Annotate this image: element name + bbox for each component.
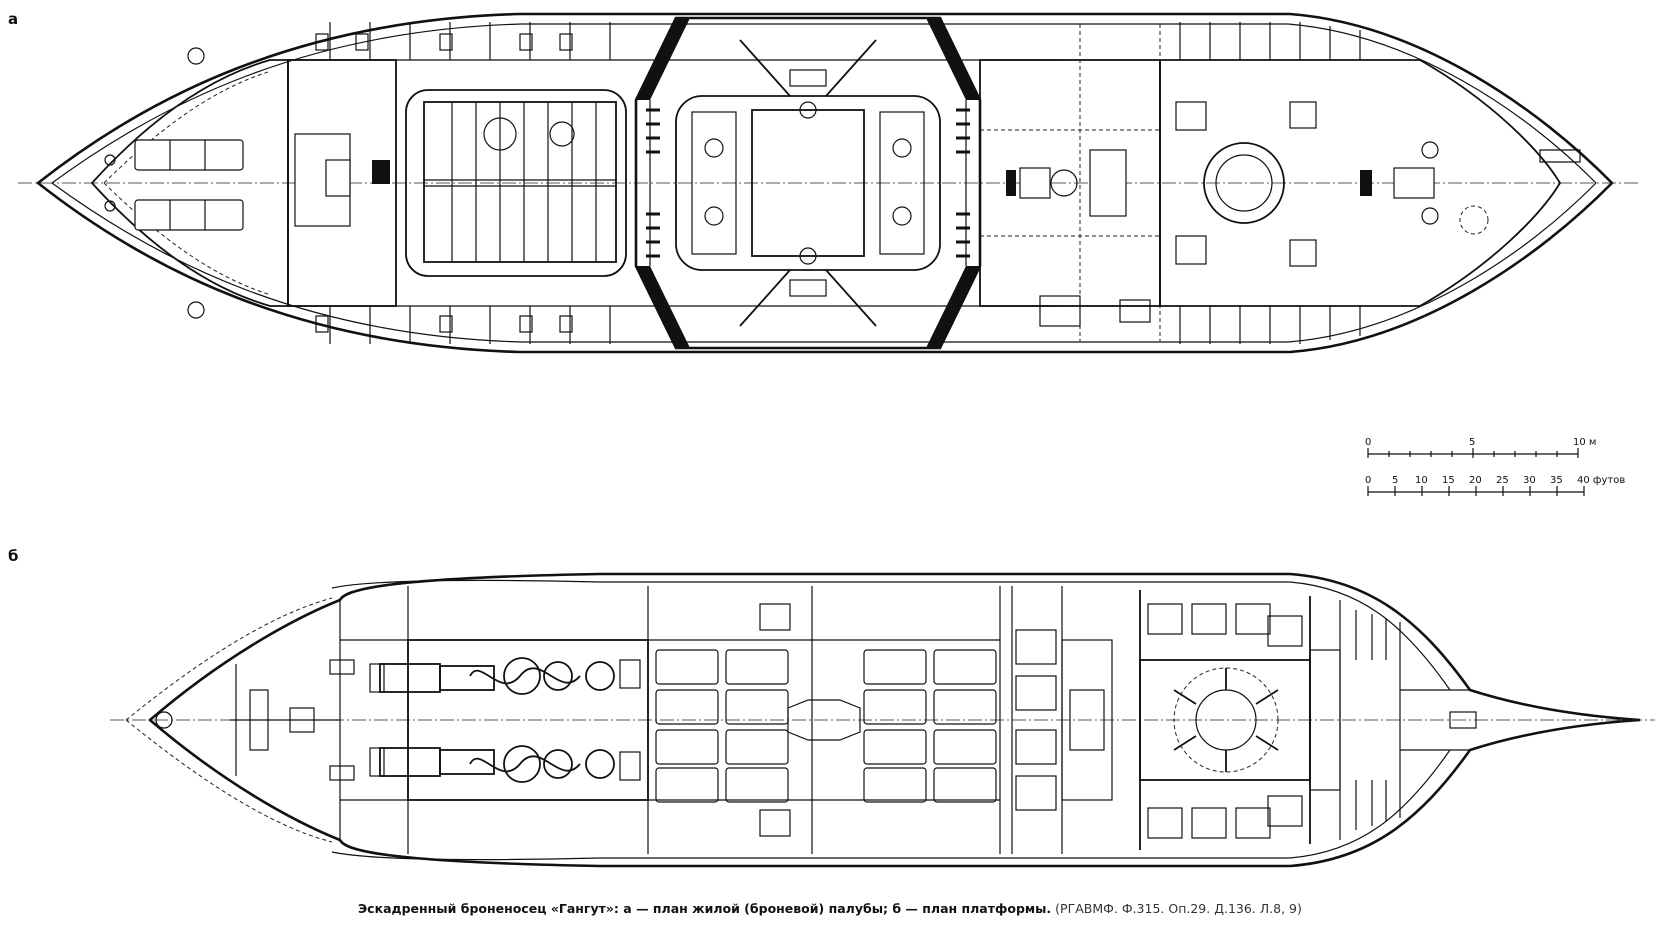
plan-a-boiler-casing bbox=[405, 89, 627, 277]
plan-a-boiler-grating bbox=[423, 101, 617, 263]
plan-a-side-cabins-bottom bbox=[290, 305, 1060, 344]
plan-a-deck bbox=[18, 12, 1640, 354]
scale-bar-feet: 0 5 10 15 20 25 30 35 40 футов bbox=[1365, 475, 1625, 496]
plan-b-boilers bbox=[655, 649, 997, 803]
plan-a-stern-platform bbox=[1159, 59, 1562, 307]
scale-m-tick-5: 5 bbox=[1469, 437, 1475, 448]
plan-b-bow-machinery bbox=[155, 659, 355, 781]
caption-source: (РГАВМФ. Ф.315. Оп.29. Д.136. Л.8, 9) bbox=[1055, 901, 1302, 916]
plan-b-platform bbox=[110, 572, 1655, 868]
scale-bar-meters: 0 5 10 м bbox=[1365, 437, 1596, 458]
scale-bars: 0 5 10 м 0 5 10 15 20 25 30 35 40 футов bbox=[1365, 437, 1625, 496]
plan-a-redoubt-hatching bbox=[636, 18, 980, 348]
panel-b-label: б bbox=[8, 547, 19, 565]
plan-b-upper-hull-dashed bbox=[125, 597, 333, 843]
plan-b-engines bbox=[379, 657, 615, 783]
scale-m-tick-0: 0 bbox=[1365, 437, 1371, 448]
scale-ft-tick-25: 25 bbox=[1496, 475, 1509, 486]
scale-ft-tick-40: 40 футов bbox=[1577, 475, 1625, 486]
plan-a-hull-outline bbox=[35, 12, 1614, 354]
scale-ft-tick-35: 35 bbox=[1550, 475, 1563, 486]
plan-a-guns bbox=[739, 39, 877, 327]
plan-a-side-cabins-top bbox=[290, 22, 1060, 61]
plan-b-stern-compartments bbox=[1309, 600, 1477, 840]
plan-a-bow-table-lower bbox=[134, 199, 244, 231]
plan-b-magazines bbox=[1011, 586, 1113, 854]
plan-a-turret-ring bbox=[675, 95, 941, 271]
plan-a-turret-well bbox=[751, 109, 865, 257]
figure-caption: Эскадренный броненосец «Гангут»: а — пла… bbox=[358, 901, 1302, 916]
caption-main: Эскадренный броненосец «Гангут»: а — пла… bbox=[358, 901, 1052, 916]
scale-ft-tick-15: 15 bbox=[1442, 475, 1455, 486]
plan-b-bunkers bbox=[647, 586, 1001, 854]
panel-a-label: а bbox=[8, 10, 19, 28]
scale-ft-tick-10: 10 bbox=[1415, 475, 1428, 486]
scale-m-tick-10: 10 м bbox=[1573, 437, 1596, 448]
plan-a-bow-table-upper bbox=[134, 139, 244, 171]
plan-a-stern-turret bbox=[1203, 142, 1285, 224]
scale-ft-tick-20: 20 bbox=[1469, 475, 1482, 486]
scale-ft-tick-5: 5 bbox=[1392, 475, 1398, 486]
plan-b-turret-ring bbox=[1173, 667, 1279, 773]
plan-a-inner-hull bbox=[50, 23, 1597, 343]
scale-ft-tick-30: 30 bbox=[1523, 475, 1536, 486]
scale-ft-tick-0: 0 bbox=[1365, 475, 1371, 486]
